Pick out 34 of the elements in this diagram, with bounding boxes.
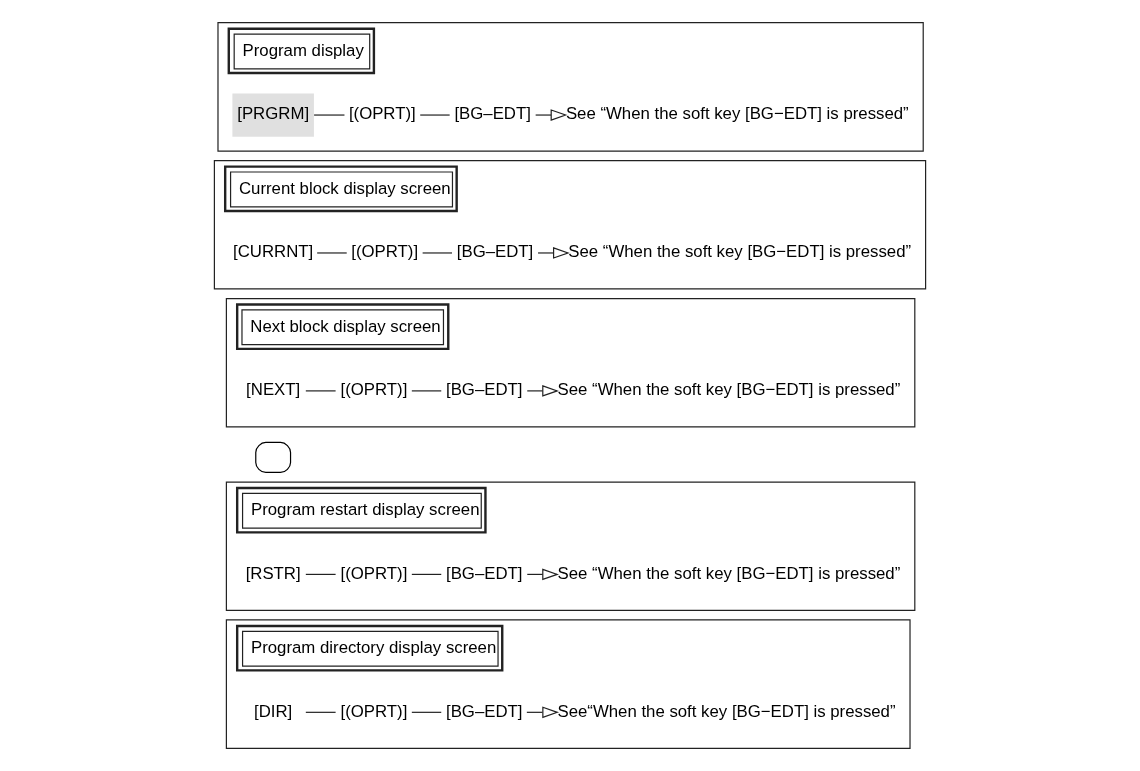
- node-text: [BG–EDT]: [446, 380, 523, 400]
- node-text: [(OPRT)]: [340, 380, 408, 400]
- node-text: [(OPRT)]: [348, 104, 416, 124]
- node-text: [CURRNT]: [233, 242, 314, 262]
- node-text: See“When the soft key [BG−EDT] is pressed”: [557, 701, 896, 721]
- node-text: [DIR]: [254, 701, 293, 721]
- node-box: [255, 441, 292, 474]
- connector: [305, 711, 337, 713]
- arrow: [537, 247, 570, 259]
- node-text: [(OPRT)]: [340, 701, 408, 721]
- connector: [422, 252, 453, 254]
- connector: [411, 711, 442, 713]
- node-text: [BG–EDT]: [454, 104, 531, 124]
- connector: [313, 114, 346, 116]
- node-text: See “When the soft key [BG−EDT] is pressed”: [557, 563, 901, 583]
- node-text: [RSTR]: [245, 563, 301, 583]
- node-text: [BG–EDT]: [456, 242, 534, 262]
- node-text: See “When the soft key [BG−EDT] is pressed”: [565, 104, 909, 124]
- connector: [305, 573, 337, 575]
- node-text: [BG–EDT]: [446, 563, 523, 583]
- node-text: See “When the soft key [BG−EDT] is pressed”: [557, 380, 901, 400]
- arrow: [535, 109, 568, 121]
- node-text: [NEXT]: [246, 380, 301, 400]
- node-text: [(OPRT)]: [340, 563, 408, 583]
- connector: [411, 390, 442, 392]
- node-box: [PRGRM]: [232, 93, 314, 137]
- node-text: [(OPRT)]: [351, 242, 419, 262]
- connector: [316, 252, 348, 254]
- connector: [419, 114, 451, 116]
- node-text: [BG–EDT]: [446, 701, 523, 721]
- arrow: [526, 385, 559, 397]
- connector: [305, 390, 337, 392]
- node-text: See “When the soft key [BG−EDT] is pressed”: [568, 242, 912, 262]
- connector: [411, 573, 442, 575]
